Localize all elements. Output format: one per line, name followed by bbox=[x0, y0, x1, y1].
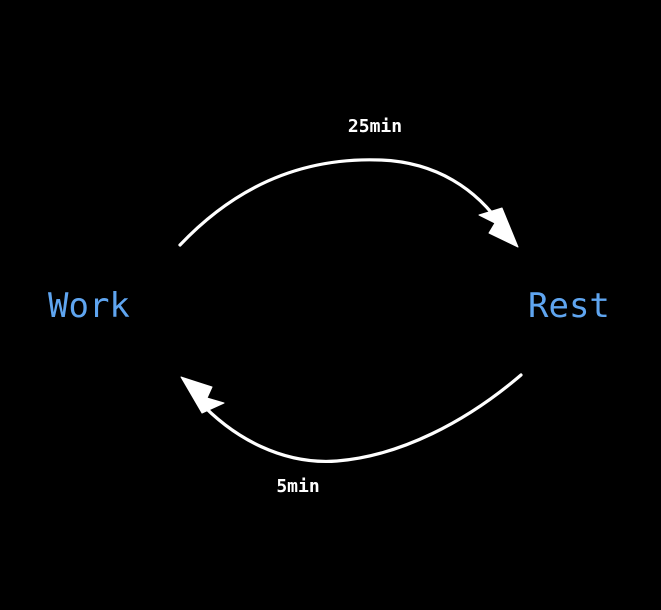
edge-work-to-rest-path bbox=[178, 158, 505, 247]
edge-label-work-to-rest: 25min bbox=[347, 116, 403, 137]
edge-label-rest-to-work: 5min bbox=[276, 476, 320, 497]
edge-work-to-rest[interactable] bbox=[178, 158, 519, 248]
node-label-work[interactable]: Work bbox=[48, 286, 130, 326]
edge-work-to-rest-arrowhead bbox=[478, 207, 519, 248]
edge-rest-to-work-path bbox=[196, 373, 523, 463]
edge-rest-to-work[interactable] bbox=[180, 373, 523, 463]
node-label-rest[interactable]: Rest bbox=[528, 286, 610, 326]
edge-rest-to-work-arrowhead bbox=[180, 376, 225, 414]
